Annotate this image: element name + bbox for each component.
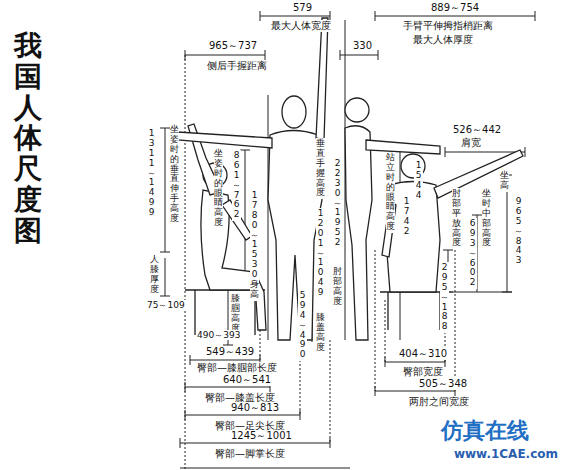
dimension-label: 861～762 [232, 150, 241, 221]
dimension-label: 1780～1530身高 [250, 190, 259, 301]
dimension-label: 肩宽 [460, 137, 482, 149]
dimension-label: 臀部—膝腘部长度 [196, 362, 278, 374]
dimension-label: 330 [352, 40, 373, 52]
dimension-label: 594～490 [298, 290, 307, 361]
dimension-label: 手臂平伸拇指梢距离 [402, 20, 494, 32]
diagram-title: 我国人体尺度图 [14, 30, 42, 248]
dimension-label: 2230～1952 [333, 158, 342, 249]
dimension-label: 579 [292, 2, 313, 14]
dimension-label: 490～393 [196, 330, 241, 340]
dimension-label: 最大人体宽度 [270, 20, 332, 32]
dimension-label: 膝腘高度 [231, 293, 240, 335]
dimension-lines [160, 11, 535, 470]
dimension-label: 965～843 [514, 196, 523, 267]
dimension-label: 1201～1049 [316, 208, 325, 299]
dimension-label: 1544 [414, 160, 423, 202]
dimension-label: 臀部—脚掌长度 [214, 448, 286, 460]
dimension-label: 505～348 [418, 378, 468, 390]
dimension-label: 人膝厚度 [150, 254, 159, 296]
dimension-label: 坐姿时的垂直伸手高度 [170, 124, 179, 225]
dimension-label: 侧后手握距离 [206, 60, 268, 72]
dimension-label: 693～602 [468, 218, 477, 289]
dimension-label: 965～737 [208, 40, 258, 52]
dimension-label: 站立时的眼睛高度 [386, 152, 395, 233]
dimension-label: 坐姿时的眼睛高度 [214, 148, 223, 229]
standing-side-figure [345, 126, 372, 340]
dimension-label: 两肘之间宽度 [408, 396, 470, 408]
dimension-label: 526～442 [452, 124, 502, 136]
dimension-label: 坐高 [500, 170, 509, 192]
dimension-label: 1311～1499 [147, 128, 156, 219]
dimension-label: 肘部平放高度 [452, 188, 461, 249]
standing-front-figure [268, 131, 322, 341]
dimension-label: 640～541 [222, 374, 272, 386]
dimension-label: 940～813 [230, 402, 280, 414]
dimension-label: 295～188 [440, 262, 449, 333]
dimension-label: 549～439 [205, 346, 255, 358]
human-figures [178, 18, 523, 340]
watermark: www.1CAE.com [453, 448, 559, 462]
dimension-label: 坐时中部高度 [482, 188, 491, 249]
dimension-label: 75～109 [146, 300, 186, 310]
dimension-label: 404～310 [398, 348, 448, 360]
dimension-label: 膝盖高度 [316, 312, 325, 354]
dimension-label: 肘部高度 [333, 266, 342, 308]
dimension-label: 1742 [402, 196, 411, 238]
dimension-label: 垂直手握高度 [316, 138, 325, 199]
dimension-label: 889～754 [430, 2, 480, 14]
watermark: 仿真在线 [440, 418, 530, 443]
dimension-label: 最大人体厚度 [412, 34, 474, 46]
dimension-label: 1245～1001 [230, 430, 293, 442]
seat-right [380, 292, 448, 330]
dimension-label: 臀部宽度 [402, 366, 444, 378]
